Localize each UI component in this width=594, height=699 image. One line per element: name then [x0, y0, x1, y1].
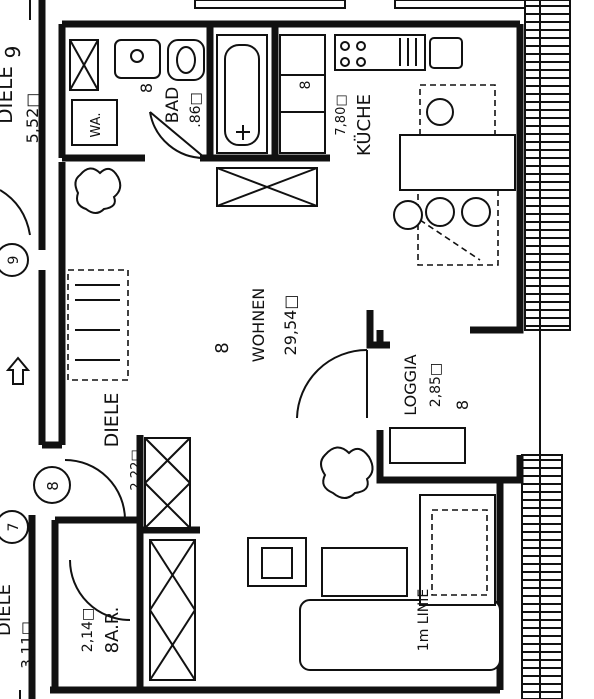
- kitchen-counter: [399, 134, 516, 191]
- balcony-railing-bottom: [521, 454, 563, 699]
- balcony-railing-top: [524, 0, 571, 331]
- room-number-loggia: 8: [453, 400, 472, 410]
- room-name-diele-top: DIELE: [0, 66, 17, 124]
- room-area-wohnen: 29,54□: [281, 295, 300, 356]
- circle-marker-entry: [33, 466, 71, 504]
- wa-label: WA.: [89, 113, 104, 138]
- circle-marker-top: [0, 243, 29, 277]
- toilet-icon: [167, 39, 205, 81]
- room-area-diele-main: 2,22□: [129, 449, 144, 490]
- room-name-bad: BAD: [163, 87, 183, 123]
- left-circle-top-label: 9: [6, 256, 22, 265]
- sink-icon: [429, 37, 463, 69]
- room-name-ar: 8A.R.: [102, 607, 123, 654]
- wardrobe-crosses: [144, 167, 318, 681]
- living-furniture: [64, 167, 501, 671]
- loggia-planter: [389, 427, 466, 464]
- bathroom-fixtures: [69, 34, 268, 160]
- plant-icon-2: [320, 446, 374, 499]
- neighbour-wall-top: [194, 0, 346, 9]
- neighbour-wall-top-right: [394, 0, 526, 9]
- room-area-diele-bottom: 3,11□: [18, 621, 36, 669]
- room-number-diele-top: 9: [1, 46, 25, 59]
- washbasin-icon: [114, 39, 161, 79]
- stove-icon: [334, 34, 426, 71]
- room-name-diele-bottom: DIELE: [0, 584, 15, 636]
- circle-number: 8: [44, 481, 62, 491]
- room-name-diele-main: DIELE: [101, 393, 123, 448]
- left-side-markers: [0, 189, 71, 544]
- plant-icon: [74, 167, 122, 214]
- room-name-loggia: LOGGIA: [401, 354, 420, 415]
- room-number-bad: 8: [137, 83, 156, 93]
- circle-marker-bottom: [0, 510, 29, 544]
- room-area-kueche: 7,80□: [334, 94, 349, 135]
- sofa-icon: [321, 547, 408, 597]
- kitchen-fixtures: [279, 34, 516, 266]
- room-name-kueche: KÜCHE: [353, 94, 375, 156]
- line-label: 1m LINIE: [416, 589, 432, 651]
- bookshelf-icon: [67, 269, 129, 381]
- room-area-ar: 2,14□: [80, 608, 96, 652]
- room-number-wohnen: 8: [212, 342, 233, 353]
- room-area-bad: .86□: [188, 92, 204, 128]
- room-name-wohnen: WOHNEN: [249, 288, 268, 363]
- chair-icon: [393, 200, 423, 230]
- left-circle-bottom-label: 7: [6, 523, 22, 532]
- arrow-icon: [5, 356, 31, 385]
- exterior-walls: [19, 0, 541, 699]
- room-area-diele-top: 5,52□: [23, 93, 42, 144]
- couch-icon: [299, 599, 501, 671]
- room-area-loggia: 2,85□: [428, 363, 444, 407]
- room-number-kueche: 8: [298, 81, 314, 90]
- room-labels: DIELE 5,52□ 9 WA. 8 BAD .86□ 8 7,80□ KÜC…: [0, 46, 472, 669]
